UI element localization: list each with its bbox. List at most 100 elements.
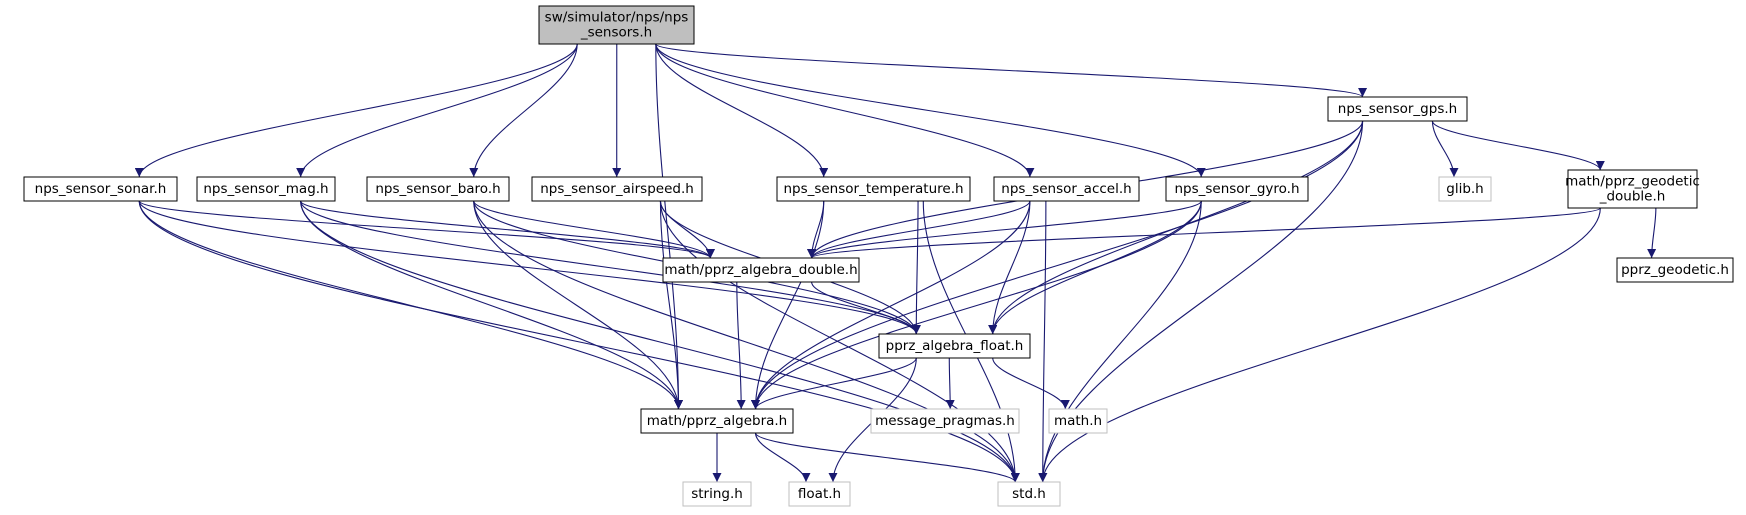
- node-label: float.h: [798, 486, 841, 502]
- edge-sonar-to-algebra_float: [138, 200, 921, 335]
- node-float: float.h: [788, 481, 851, 507]
- node-label: math/pprz_geodetic: [1565, 174, 1700, 190]
- edge-root-to-sonar: [134, 43, 578, 178]
- node-mag[interactable]: nps_sensor_mag.h: [196, 176, 336, 202]
- edge-path: [655, 43, 1035, 178]
- edge-algebra_float-to-message_pragmas: [945, 357, 955, 410]
- edge-path: [1431, 120, 1605, 171]
- edge-path: [1647, 207, 1657, 259]
- edge-path: [1431, 120, 1459, 178]
- edge-path: [655, 43, 683, 410]
- node-sonar[interactable]: nps_sensor_sonar.h: [23, 176, 178, 202]
- node-label: string.h: [691, 486, 743, 502]
- node-label: message_pragmas.h: [875, 413, 1015, 429]
- edge-path: [751, 200, 1202, 410]
- edge-sonar-to-std: [138, 200, 1020, 483]
- node-accel[interactable]: nps_sensor_accel.h: [993, 176, 1140, 202]
- edge-root-to-mag: [296, 43, 578, 178]
- node-box: [993, 176, 1140, 202]
- node-label: nps_sensor_gps.h: [1338, 101, 1457, 117]
- edge-geodetic_double-to-algebra_double: [807, 207, 1601, 259]
- edge-geodetic_double-to-pprz_geodetic: [1647, 207, 1657, 259]
- edge-path: [807, 200, 1031, 259]
- edge-algebra_double-to-algebra_float: [811, 281, 921, 335]
- node-box: [878, 333, 1031, 359]
- edge-mag-to-pprz_algebra: [300, 200, 683, 410]
- edge-root-to-accel: [655, 43, 1035, 178]
- node-label: nps_sensor_mag.h: [203, 181, 328, 197]
- edge-algebra_float-to-pprz_algebra: [751, 357, 917, 410]
- node-gyro[interactable]: nps_sensor_gyro.h: [1165, 176, 1309, 202]
- edge-gyro-to-pprz_algebra: [751, 200, 1202, 410]
- edge-path: [300, 200, 1020, 483]
- node-glib: glib.h: [1438, 176, 1492, 202]
- node-box: [1048, 408, 1108, 434]
- edge-baro-to-algebra_double: [473, 200, 715, 259]
- edge-sonar-to-algebra_double: [138, 200, 715, 259]
- node-label: _double.h: [1599, 189, 1666, 205]
- edge-gps-to-pprz_algebra: [751, 120, 1364, 410]
- node-label: pprz_algebra_float.h: [886, 338, 1024, 354]
- node-label: math/pprz_algebra.h: [647, 413, 787, 429]
- node-root[interactable]: sw/simulator/nps/nps_sensors.h: [538, 5, 695, 45]
- edge-root-to-gps: [655, 43, 1367, 98]
- node-label: nps_sensor_accel.h: [1001, 181, 1131, 197]
- node-label: nps_sensor_gyro.h: [1174, 181, 1299, 197]
- node-algebra-float[interactable]: pprz_algebra_float.h: [878, 333, 1031, 359]
- node-airspeed[interactable]: nps_sensor_airspeed.h: [531, 176, 703, 202]
- node-box: [870, 408, 1020, 434]
- node-temperature[interactable]: nps_sensor_temperature.h: [776, 176, 971, 202]
- edge-path: [992, 357, 1070, 410]
- edge-geodetic_double-to-std: [1038, 207, 1601, 483]
- node-box: [1616, 257, 1734, 283]
- edge-path: [911, 200, 921, 335]
- edge-algebra_float-to-math: [992, 357, 1070, 410]
- node-box: [366, 176, 510, 202]
- node-box: [776, 176, 971, 202]
- edge-root-to-gyro: [655, 43, 1206, 178]
- edge-path: [473, 200, 683, 410]
- edge-path: [807, 207, 1601, 259]
- edge-path: [751, 200, 825, 410]
- node-baro[interactable]: nps_sensor_baro.h: [366, 176, 510, 202]
- edge-path: [300, 200, 683, 410]
- edge-path: [296, 43, 578, 178]
- node-box: [1327, 96, 1468, 122]
- node-algebra-double[interactable]: math/pprz_algebra_double.h: [662, 257, 860, 283]
- node-label: std.h: [1012, 486, 1046, 502]
- edge-path: [1038, 200, 1202, 483]
- edge-baro-to-std: [473, 200, 1020, 483]
- node-label: glib.h: [1446, 181, 1484, 197]
- node-geodetic-double[interactable]: math/pprz_geodetic_double.h: [1565, 169, 1700, 209]
- edge-pprz_algebra-to-std: [754, 432, 1020, 483]
- node-label: nps_sensor_baro.h: [375, 181, 500, 197]
- node-box: [538, 5, 695, 45]
- edge-gyro-to-algebra_double: [807, 200, 1202, 259]
- edge-algebra_double-to-pprz_algebra: [736, 281, 746, 410]
- node-gps[interactable]: nps_sensor_gps.h: [1327, 96, 1468, 122]
- edge-path: [138, 200, 1020, 483]
- nodes-layer: sw/simulator/nps/nps_sensors.h nps_sensor…: [23, 5, 1734, 507]
- node-box: [531, 176, 703, 202]
- edge-accel-to-algebra_float: [988, 200, 1031, 335]
- node-box: [196, 176, 336, 202]
- edge-path: [469, 43, 578, 178]
- node-label: math.h: [1054, 413, 1102, 429]
- node-pprz-geodetic[interactable]: pprz_geodetic.h: [1616, 257, 1734, 283]
- node-label: pprz_geodetic.h: [1621, 262, 1729, 278]
- node-pprz-algebra[interactable]: math/pprz_algebra.h: [640, 408, 794, 434]
- edge-path: [751, 120, 1364, 410]
- edge-accel-to-pprz_algebra: [751, 200, 1031, 410]
- edge-path: [754, 432, 1020, 483]
- edge-root-to-baro: [469, 43, 578, 178]
- edge-path: [988, 200, 1031, 335]
- edge-path: [736, 281, 746, 410]
- edge-root-to-temperature: [655, 43, 829, 178]
- node-label: _sensors.h: [580, 25, 652, 41]
- edge-path: [134, 43, 578, 178]
- edge-path: [300, 200, 715, 259]
- node-box: [788, 481, 851, 507]
- node-string: string.h: [682, 481, 752, 507]
- edge-path: [811, 281, 921, 335]
- edge-path: [138, 200, 715, 259]
